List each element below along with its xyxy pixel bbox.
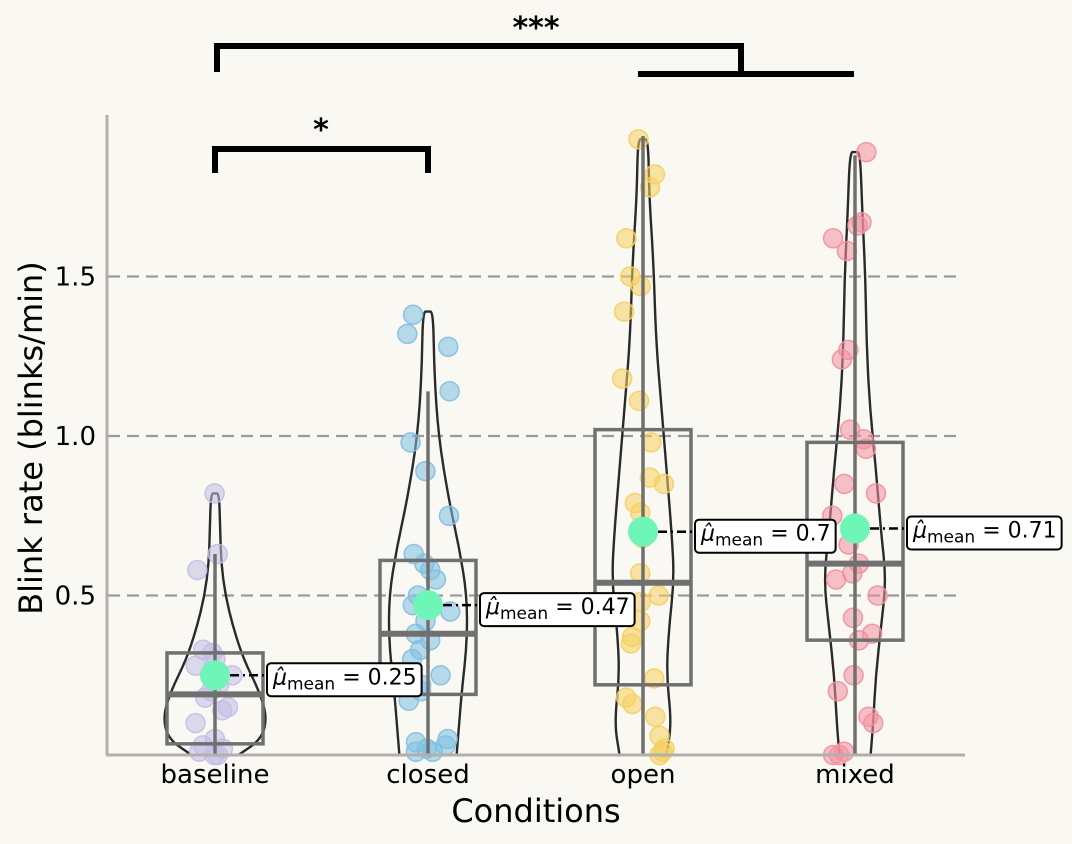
mean-marker-mixed [840, 513, 870, 544]
data-point-open [645, 706, 666, 727]
x-tick-label: baseline [161, 760, 270, 790]
data-point-open [639, 176, 661, 198]
mean-marker-open [628, 516, 658, 547]
data-point-mixed [865, 483, 887, 504]
data-point-open [630, 275, 651, 297]
data-point-open [611, 368, 633, 389]
data-point-closed [438, 505, 460, 527]
data-point-baseline [185, 712, 206, 734]
data-point-baseline [211, 700, 233, 721]
data-point-baseline [194, 687, 216, 708]
mean-label-mixed: μ̂mean = 0.71 [912, 519, 1057, 548]
data-point-mixed [842, 607, 864, 629]
data-point-open [628, 129, 649, 150]
y-tick-label: 1.0 [55, 422, 96, 452]
mean-annotations: μ̂mean = 0.25 μ̂mean = 0.47 μ̂mean = 0.7 μ̂… [200, 513, 1063, 698]
y-tick-label: 1.5 [55, 263, 96, 293]
data-point-open [648, 585, 669, 606]
data-point-open [613, 301, 635, 322]
data-point-closed [422, 741, 443, 763]
mean-marker-closed [413, 590, 443, 621]
data-point-open [622, 693, 643, 715]
data-point-mixed [822, 227, 844, 249]
mean-label-box-closed [479, 592, 636, 628]
data-point-mixed [856, 141, 877, 163]
mean-label-open: μ̂mean = 0.7 [700, 522, 831, 551]
mean-marker-baseline [200, 660, 230, 691]
data-point-closed [439, 381, 460, 402]
data-point-mixed [831, 349, 853, 370]
data-point-mixed [862, 712, 884, 734]
data-point-open [628, 390, 650, 412]
data-point-mixed [867, 585, 888, 606]
x-tick-label: open [611, 760, 676, 790]
data-point-closed [415, 460, 436, 482]
data-point-baseline [204, 483, 225, 504]
data-point-closed [402, 304, 424, 326]
significance-brackets: **** [212, 11, 854, 173]
data-point-mixed [827, 680, 849, 702]
sig-label-1: * [313, 113, 329, 148]
data-point-closed [397, 323, 418, 345]
data-point-closed [430, 665, 451, 686]
data-point-baseline [187, 559, 208, 581]
box-open [593, 427, 693, 687]
x-tick-label: mixed [815, 760, 895, 790]
data-point-mixed [834, 473, 855, 495]
mean-label-box-mixed [906, 515, 1063, 551]
data-point-open [653, 473, 675, 495]
mean-label-baseline: μ̂mean = 0.25 [272, 665, 417, 694]
data-point-closed [400, 432, 421, 453]
x-tick-label: closed [386, 760, 469, 790]
box-baseline [165, 651, 265, 746]
mean-label-box-open [694, 518, 837, 554]
box-closed [378, 558, 478, 697]
violin-closed [387, 310, 469, 757]
x-axis-title: Conditions [451, 792, 620, 830]
data-point-closed [437, 336, 459, 357]
sig-bracket-baseline-open-mixed [214, 43, 744, 74]
sig-bracket-baseline-closed [212, 146, 431, 173]
data-point-mixed [825, 569, 847, 590]
data-point-open [620, 633, 642, 654]
boxplots [165, 136, 905, 755]
data-point-mixed [847, 215, 868, 236]
tick-labels: 0.5 1.0 1.5 baseline closed open mixed [55, 263, 895, 791]
mean-label-box-baseline [266, 662, 423, 698]
data-point-baseline [207, 543, 229, 565]
y-tick-label: 0.5 [55, 582, 96, 612]
axes [105, 115, 965, 757]
mean-label-closed: μ̂mean = 0.47 [485, 595, 630, 624]
sig-label-2: *** [512, 11, 559, 46]
data-point-open [616, 227, 637, 249]
y-axis-title: Blink rate (blinks/min) [12, 261, 50, 615]
